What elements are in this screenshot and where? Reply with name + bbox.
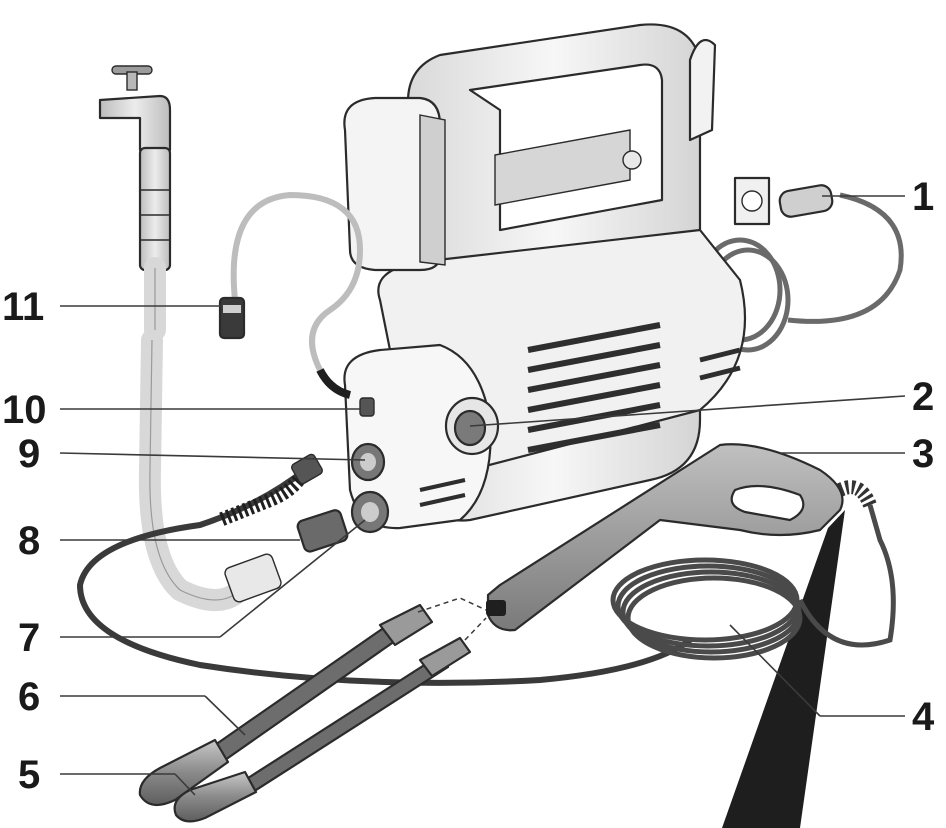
callout-6: 6 (18, 675, 40, 719)
callout-8: 8 (18, 519, 40, 563)
callout-1: 1 (912, 175, 934, 219)
hose-coupling-connector (223, 553, 282, 604)
callout-11: 11 (2, 285, 44, 329)
floor-shadow (722, 510, 845, 828)
callout-4: 4 (912, 695, 935, 739)
callout-5: 5 (18, 753, 40, 797)
detergent-suction-hose (234, 195, 360, 395)
callout-7: 7 (18, 616, 40, 660)
callout-3: 3 (912, 432, 934, 476)
callout-9: 9 (18, 432, 40, 476)
callout-2: 2 (912, 375, 934, 419)
detergent-filter (220, 298, 244, 338)
water-tap (100, 66, 170, 270)
callout-10: 10 (2, 388, 47, 432)
